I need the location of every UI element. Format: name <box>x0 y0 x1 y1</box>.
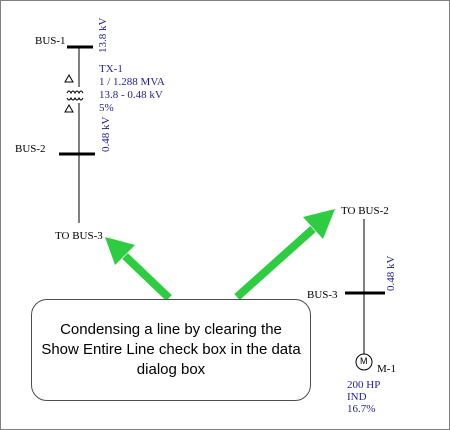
left-link-label[interactable]: TO BUS-3 <box>55 230 103 242</box>
callout-box: Condensing a line by clearing the Show E… <box>31 299 311 401</box>
arrow-left-shaft <box>122 253 172 301</box>
right-link-label[interactable]: TO BUS-2 <box>341 205 389 217</box>
arrow-left-head-icon <box>105 237 135 265</box>
tx1-symbol[interactable] <box>64 73 84 113</box>
tx1-secondary-coil-icon <box>66 96 84 101</box>
tx1-primary-coil-icon <box>66 90 84 95</box>
motor-pct-label: 16.7% <box>347 403 376 415</box>
arrow-right-shaft <box>234 226 316 300</box>
motor-symbol-label: M <box>360 356 368 366</box>
motor-type-label: IND <box>347 391 367 403</box>
arrow-right-head-icon <box>303 209 335 239</box>
bus3-name-label: BUS-3 <box>307 289 338 301</box>
bus3-kv-label: 0.48 kV <box>385 255 397 291</box>
bus2-name-label: BUS-2 <box>15 143 46 155</box>
motor-hp-label: 200 HP <box>347 379 381 391</box>
tx1-rating-label: 1 / 1.288 MVA <box>99 76 165 88</box>
bus1-kv-label: 13.8 kV <box>97 17 109 53</box>
bus1-name-label: BUS-1 <box>35 35 66 47</box>
tx1-voltage-label: 13.8 - 0.48 kV <box>99 89 163 101</box>
motor-info: 200 HP IND 16.7% <box>347 379 380 415</box>
motor-circle-icon[interactable] <box>355 353 373 371</box>
tx1-primary-delta-icon <box>64 73 74 83</box>
tx1-info: TX-1 1 / 1.288 MVA 13.8 - 0.48 kV 5% <box>99 63 165 115</box>
callout-text: Condensing a line by clearing the Show E… <box>41 321 301 378</box>
motor-name-label: M-1 <box>377 363 396 375</box>
bus2-kv-label: 0.48 kV <box>100 116 112 152</box>
tx1-secondary-delta-icon <box>64 103 74 113</box>
tx1-impedance-label: 5% <box>99 102 114 114</box>
tx1-name-label: TX-1 <box>99 63 123 75</box>
